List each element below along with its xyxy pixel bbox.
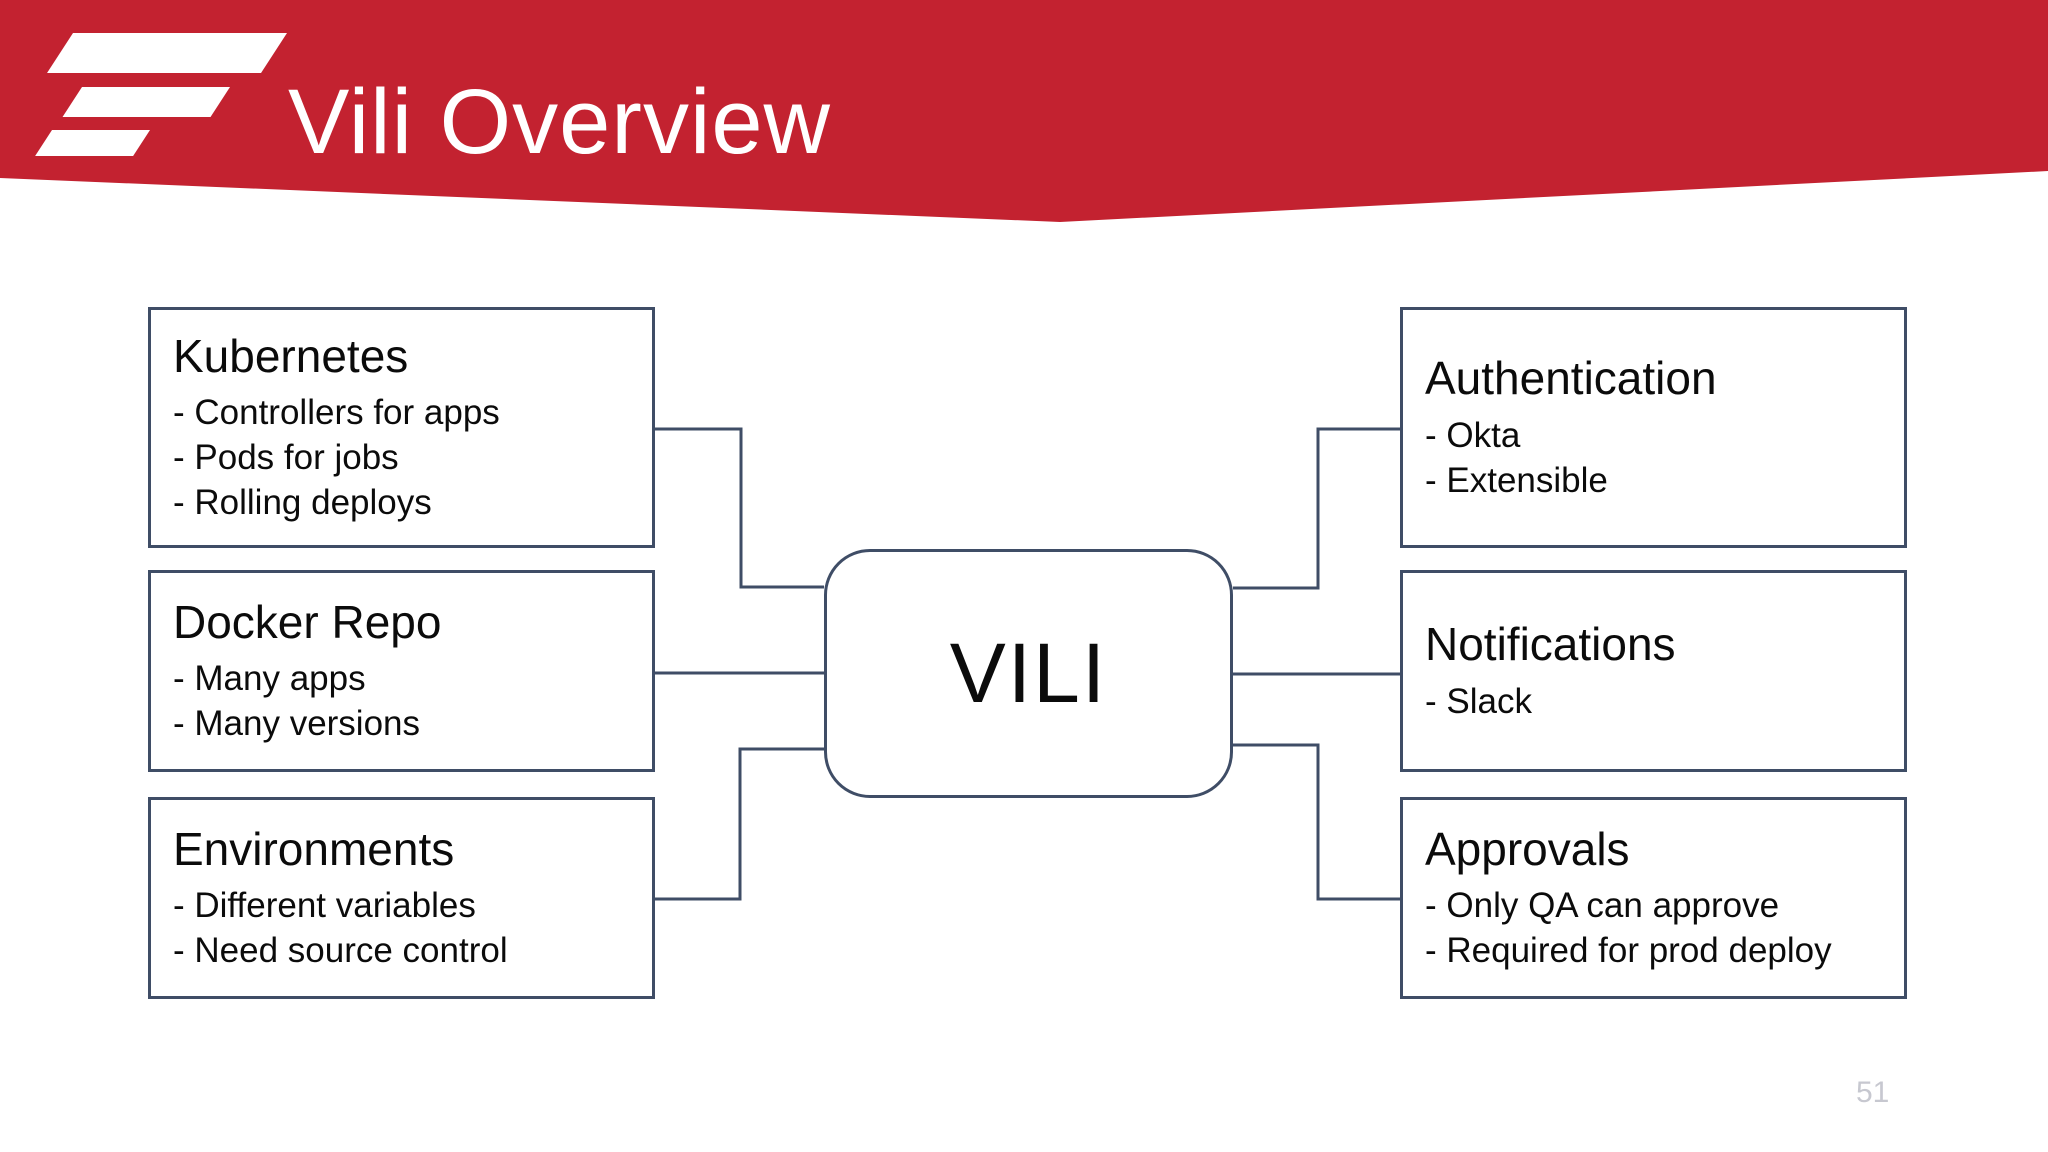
node-notifications: Notifications - Slack	[1400, 570, 1907, 772]
node-title: Docker Repo	[173, 595, 442, 648]
node-bullet: - Only QA can approve	[1425, 886, 1780, 926]
node-title: Environments	[173, 822, 455, 875]
node-environments: Environments - Different variables - Nee…	[148, 797, 655, 999]
node-title: Authentication	[1425, 352, 1717, 405]
node-authentication: Authentication - Okta - Extensible	[1400, 307, 1907, 548]
node-title: Approvals	[1425, 822, 1630, 875]
node-title: Notifications	[1425, 618, 1676, 671]
node-bullet: - Many apps	[173, 659, 366, 699]
node-bullet: - Slack	[1425, 681, 1532, 721]
node-bullet: - Controllers for apps	[173, 393, 500, 433]
node-bullet: - Different variables	[173, 886, 476, 926]
node-bullet: - Okta	[1425, 415, 1521, 455]
connector-environments	[655, 747, 824, 901]
vili-node: VILI	[824, 549, 1233, 798]
node-bullet: - Many versions	[173, 704, 421, 744]
node-bullet: - Pods for jobs	[173, 438, 399, 478]
node-approvals: Approvals - Only QA can approve - Requir…	[1400, 797, 1907, 999]
node-docker-repo: Docker Repo - Many apps - Many versions	[148, 570, 655, 772]
vili-label: VILI	[949, 626, 1108, 720]
page-number: 51	[1856, 1076, 1890, 1109]
node-bullet: - Rolling deploys	[173, 483, 432, 523]
connector-kubernetes	[655, 427, 824, 589]
node-bullet: - Extensible	[1425, 460, 1608, 500]
header-banner: Vili Overview	[0, 0, 2048, 222]
node-kubernetes: Kubernetes - Controllers for apps - Pods…	[148, 307, 655, 548]
node-bullet: - Required for prod deploy	[1425, 931, 1832, 971]
node-title: Kubernetes	[173, 329, 409, 382]
page-title: Vili Overview	[288, 71, 831, 173]
connector-approvals	[1233, 743, 1400, 901]
connector-authentication	[1233, 427, 1400, 590]
node-bullet: - Need source control	[173, 931, 508, 971]
